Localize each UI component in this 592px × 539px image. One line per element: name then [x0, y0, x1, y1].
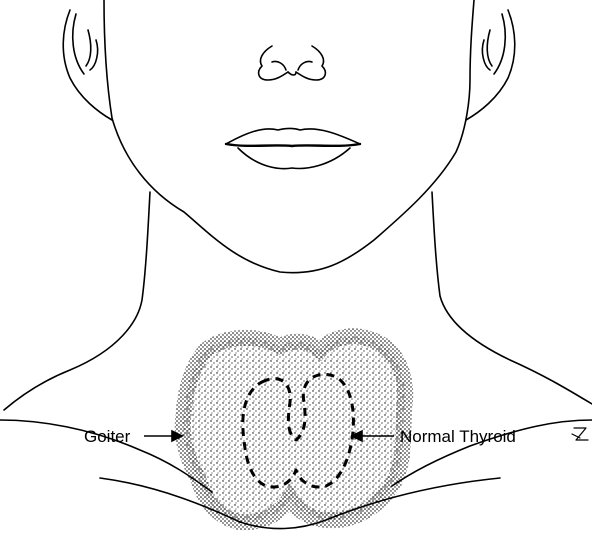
goiter-label: Goiter	[84, 428, 130, 445]
artist-signature	[572, 428, 588, 440]
neck-right-side	[432, 192, 592, 404]
nose	[259, 46, 326, 80]
goiter-arrow	[144, 431, 182, 441]
mouth	[226, 129, 360, 169]
right-ear	[466, 10, 515, 120]
face-outline	[104, 0, 474, 273]
normal-thyroid-label: Normal Thyroid	[400, 428, 516, 445]
neck-left-side	[4, 192, 150, 410]
goiter-mass	[183, 336, 405, 522]
